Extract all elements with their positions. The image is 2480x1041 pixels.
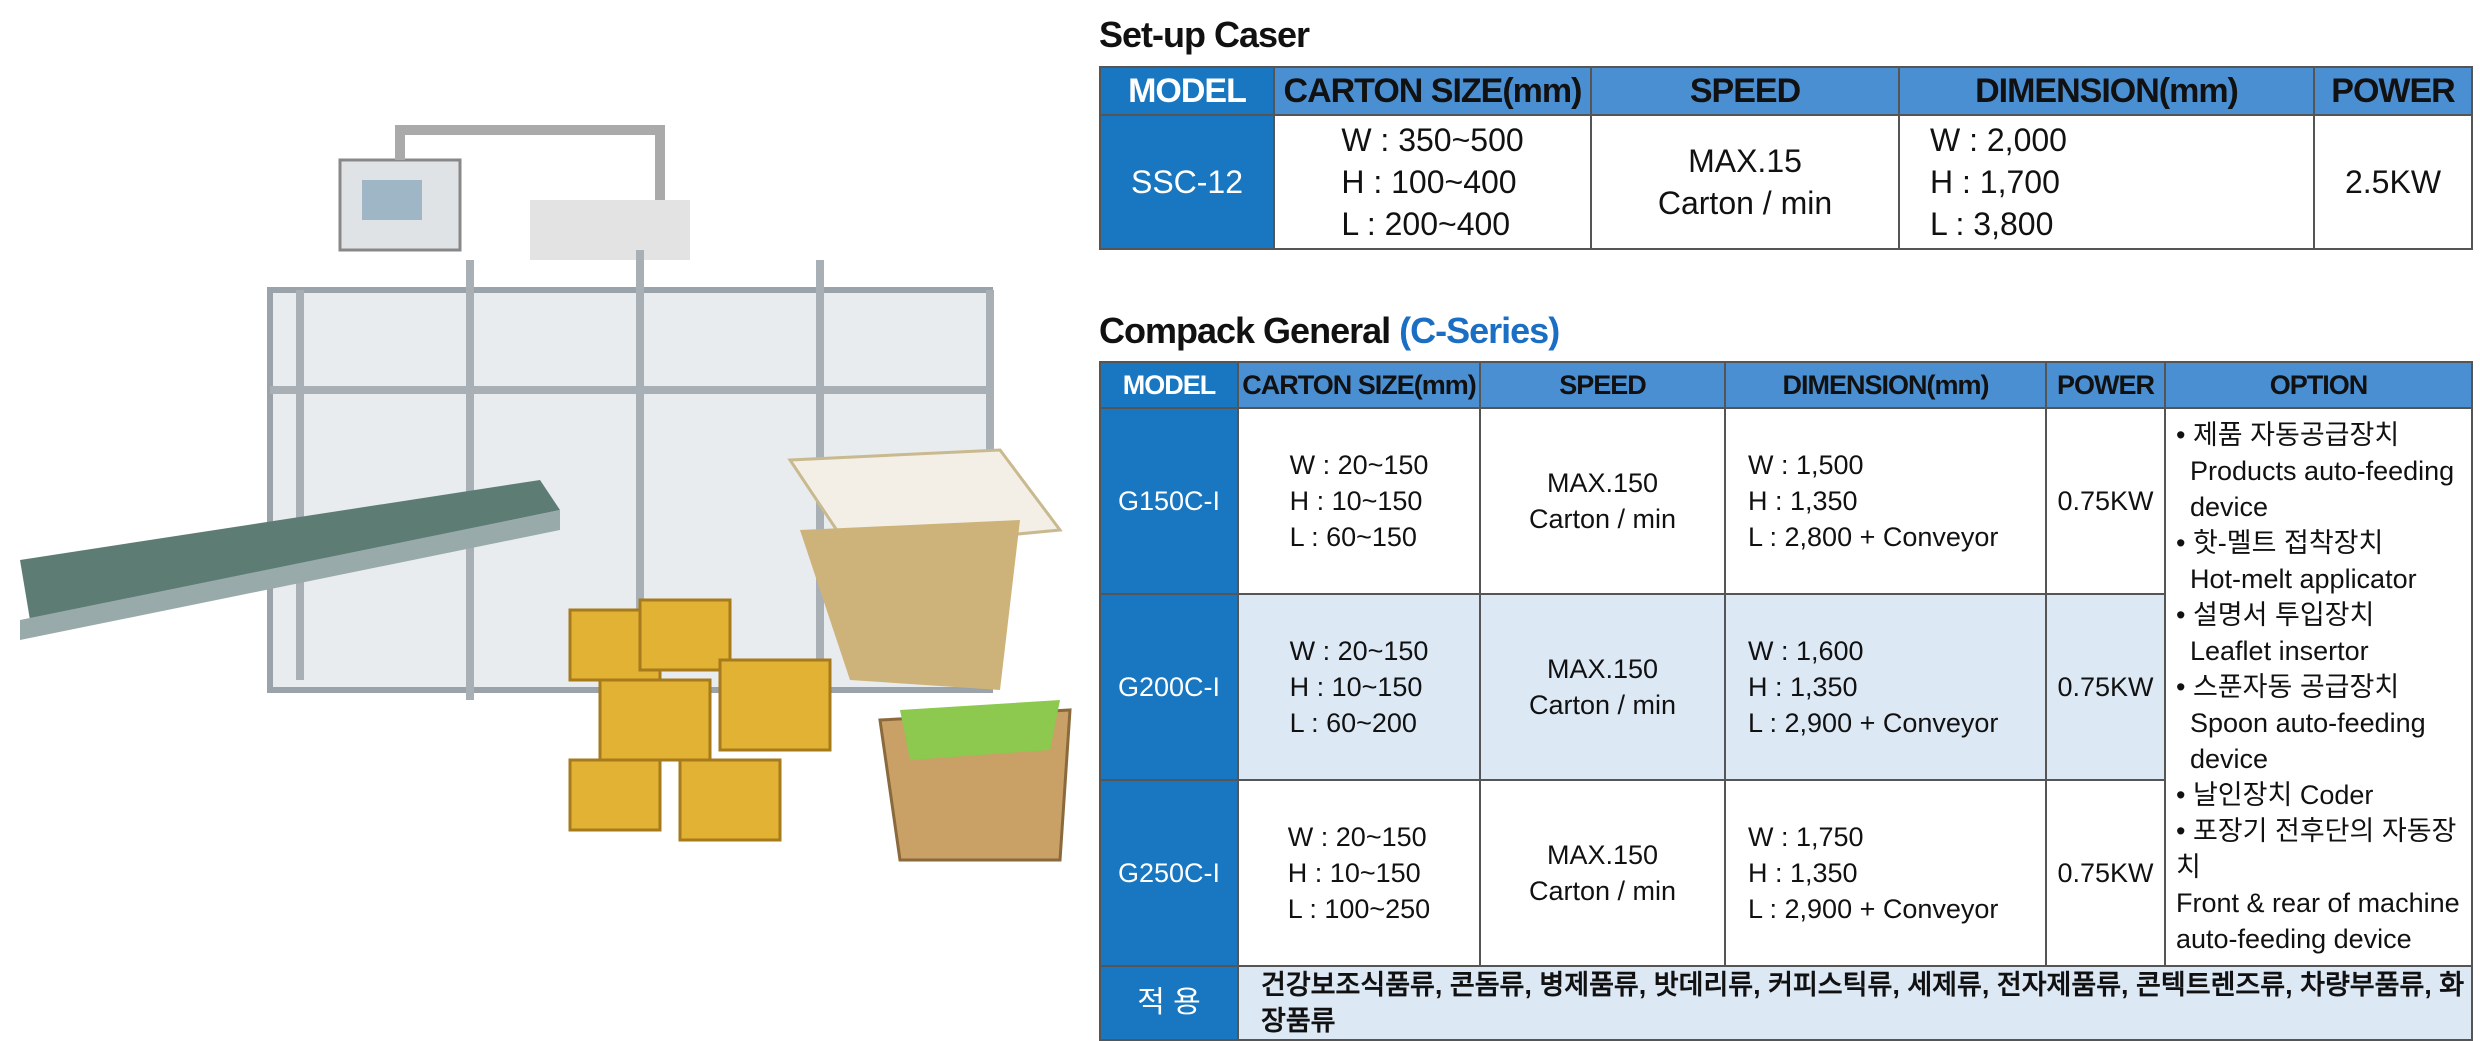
- speed-value: MAX.150: [1546, 468, 1659, 498]
- option-en: Hot-melt applicator: [2190, 564, 2417, 594]
- option-ko: 제품 자동공급장치: [2176, 417, 2461, 453]
- option-en: Products auto-feeding device: [2190, 456, 2455, 522]
- option-cell: 제품 자동공급장치 Products auto-feeding device 핫…: [2164, 407, 2473, 967]
- carton-l: L : 60~150: [1289, 522, 1417, 552]
- header-carton-size: CARTON SIZE(mm): [1237, 361, 1481, 409]
- dimension-h: H : 1,350: [1748, 858, 1858, 888]
- option-en: Front & rear of machine auto-feeding dev…: [2176, 888, 2460, 954]
- dimension-h: H : 1,350: [1748, 486, 1858, 516]
- header-model: MODEL: [1099, 361, 1239, 409]
- carton-size-cell: W : 20~150 H : 10~150 L : 60~150: [1237, 407, 1481, 595]
- header-speed: SPEED: [1590, 66, 1900, 116]
- speed-unit: Carton / min: [1657, 185, 1833, 221]
- setup-caser-table: MODEL CARTON SIZE(mm) SPEED DIMENSION(mm…: [1099, 66, 2473, 250]
- speed-value: MAX.150: [1546, 654, 1659, 684]
- dimension-cell: W : 1,500 H : 1,350 L : 2,800 + Conveyor: [1724, 407, 2047, 595]
- speed-unit: Carton / min: [1528, 876, 1677, 906]
- table-header-row: MODEL CARTON SIZE(mm) SPEED DIMENSION(mm…: [1099, 361, 2473, 409]
- option-ko: 스푼자동 공급장치: [2176, 669, 2461, 705]
- compack-table: MODEL CARTON SIZE(mm) SPEED DIMENSION(mm…: [1099, 361, 2473, 1041]
- carton-h: H : 100~400: [1341, 164, 1517, 200]
- header-speed: SPEED: [1479, 361, 1726, 409]
- carton-w: W : 20~150: [1287, 822, 1427, 852]
- carton-w: W : 350~500: [1341, 122, 1524, 158]
- speed-unit: Carton / min: [1528, 504, 1677, 534]
- option-ko: 날인장치 Coder: [2176, 777, 2461, 813]
- table-header-row: MODEL CARTON SIZE(mm) SPEED DIMENSION(mm…: [1099, 66, 2473, 116]
- carton-size-cell: W : 20~150 H : 10~150 L : 60~200: [1237, 593, 1481, 781]
- power-cell: 0.75KW: [2045, 779, 2166, 967]
- model-cell: G200C-I: [1099, 593, 1239, 781]
- option-ko: 설명서 투입장치: [2176, 597, 2461, 633]
- table-row: G150C-I W : 20~150 H : 10~150 L : 60~150 M…: [1099, 407, 2473, 967]
- application-label: 적 용: [1099, 965, 1239, 1041]
- option-en: Leaflet insertor: [2190, 636, 2369, 666]
- speed-cell: MAX.15 Carton / min: [1590, 114, 1900, 250]
- dimension-w: W : 1,500: [1748, 450, 1864, 480]
- compack-title-text: Compack General: [1099, 310, 1391, 351]
- dimension-l: L : 3,800: [1930, 206, 2054, 242]
- carton-size-cell: W : 350~500 H : 100~400 L : 200~400: [1273, 114, 1592, 250]
- carton-size-cell: W : 20~150 H : 10~150 L : 100~250: [1237, 779, 1481, 967]
- carton-l: L : 100~250: [1287, 894, 1431, 924]
- model-cell: G150C-I: [1099, 407, 1239, 595]
- header-dimension: DIMENSION(mm): [1898, 66, 2315, 116]
- option-ko: 포장기 전후단의 자동장치: [2176, 813, 2461, 885]
- compack-title: Compack General (C-Series): [1099, 310, 1560, 352]
- speed-unit: Carton / min: [1528, 690, 1677, 720]
- carton-w: W : 20~150: [1289, 636, 1429, 666]
- table-row: SSC-12 W : 350~500 H : 100~400 L : 200~4…: [1099, 114, 2473, 250]
- setup-caser-title: Set-up Caser: [1099, 14, 1310, 55]
- dimension-cell: W : 2,000 H : 1,700 L : 3,800: [1898, 114, 2315, 250]
- dimension-h: H : 1,700: [1930, 164, 2060, 200]
- compack-series-label: (C-Series): [1399, 310, 1560, 351]
- dimension-w: W : 1,750: [1748, 822, 1864, 852]
- dimension-w: W : 1,600: [1748, 636, 1864, 666]
- model-cell: SSC-12: [1099, 114, 1275, 250]
- header-power: POWER: [2045, 361, 2166, 409]
- header-dimension: DIMENSION(mm): [1724, 361, 2047, 409]
- header-option: OPTION: [2164, 361, 2473, 409]
- model-cell: G250C-I: [1099, 779, 1239, 967]
- dimension-l: L : 2,900 + Conveyor: [1748, 894, 1999, 924]
- header-carton-size: CARTON SIZE(mm): [1273, 66, 1592, 116]
- dimension-h: H : 1,350: [1748, 672, 1858, 702]
- carton-h: H : 10~150: [1289, 672, 1423, 702]
- power-cell: 0.75KW: [2045, 407, 2166, 595]
- table-row: G200C-I W : 20~150 H : 10~150 L : 60~200 M…: [1099, 593, 2472, 781]
- dimension-cell: W : 1,750 H : 1,350 L : 2,900 + Conveyor: [1724, 779, 2047, 967]
- carton-h: H : 10~150: [1287, 858, 1421, 888]
- carton-l: L : 60~200: [1289, 708, 1417, 738]
- carton-l: L : 200~400: [1341, 206, 1511, 242]
- application-row: 적 용 건강보조식품류, 콘돔류, 병제품류, 밧데리류, 커피스틱류, 세제류…: [1099, 965, 2473, 1041]
- header-power: POWER: [2313, 66, 2473, 116]
- dimension-l: L : 2,900 + Conveyor: [1748, 708, 1999, 738]
- option-en: Spoon auto-feeding device: [2190, 708, 2426, 774]
- carton-w: W : 20~150: [1289, 450, 1429, 480]
- header-model: MODEL: [1099, 66, 1275, 116]
- dimension-l: L : 2,800 + Conveyor: [1748, 522, 1999, 552]
- application-list: 건강보조식품류, 콘돔류, 병제품류, 밧데리류, 커피스틱류, 세제류, 전자…: [1237, 965, 2473, 1041]
- power-cell: 0.75KW: [2045, 593, 2166, 781]
- machine-photo: [0, 60, 1090, 900]
- speed-value: MAX.15: [1688, 143, 1802, 179]
- option-ko: 핫-멜트 접착장치: [2176, 525, 2461, 561]
- dimension-cell: W : 1,600 H : 1,350 L : 2,900 + Conveyor: [1724, 593, 2047, 781]
- speed-value: MAX.150: [1546, 840, 1659, 870]
- power-cell: 2.5KW: [2313, 114, 2473, 250]
- dimension-w: W : 2,000: [1930, 122, 2067, 158]
- carton-h: H : 10~150: [1289, 486, 1423, 516]
